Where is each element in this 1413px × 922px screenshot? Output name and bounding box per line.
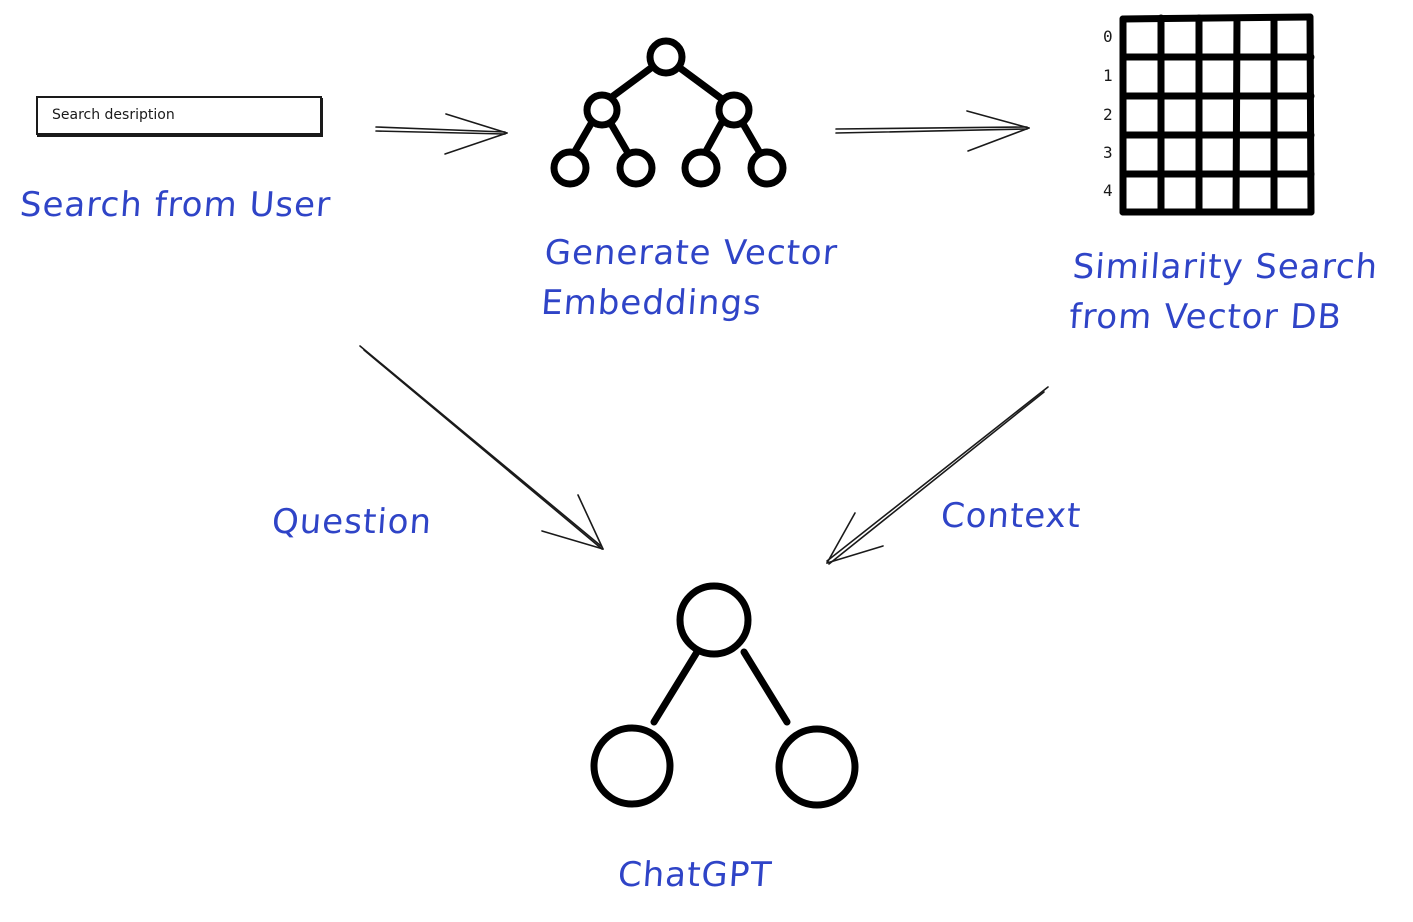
- arrow-context-to-chatgpt: [826, 386, 1049, 565]
- node-label-similarity-search-line2: from Vector DB: [1067, 297, 1344, 337]
- grid-row-index-2: 2: [1103, 105, 1113, 124]
- grid-row-index-0: 0: [1103, 27, 1113, 46]
- arrow-search-to-embeddings: [375, 113, 508, 155]
- grid-row-index-1: 1: [1103, 66, 1113, 85]
- node-label-generate-embeddings: Generate Vector Embeddings: [540, 228, 840, 328]
- embedding-tree-icon: [550, 37, 787, 188]
- vector-db-grid-icon: [1119, 13, 1315, 216]
- edge-label-question: Question: [270, 502, 434, 542]
- node-label-similarity-search-line1: Similarity Search: [1071, 247, 1380, 287]
- node-label-chatgpt: ChatGPT: [616, 855, 774, 895]
- arrow-question-to-chatgpt: [359, 345, 604, 550]
- search-input[interactable]: Search desription: [36, 96, 322, 135]
- node-label-similarity-search: Similarity Search from Vector DB: [1068, 242, 1380, 342]
- node-label-search-from-user: Search from User: [18, 185, 333, 225]
- edge-label-context: Context: [939, 496, 1083, 536]
- chatgpt-tree-icon: [590, 582, 859, 809]
- node-label-generate-embeddings-line1: Generate Vector: [543, 233, 840, 273]
- grid-row-index-3: 3: [1103, 143, 1113, 162]
- node-label-generate-embeddings-line2: Embeddings: [539, 283, 764, 323]
- arrow-embeddings-to-vectordb: [835, 110, 1030, 152]
- grid-row-index-4: 4: [1103, 181, 1113, 200]
- search-input-placeholder: Search desription: [52, 107, 175, 123]
